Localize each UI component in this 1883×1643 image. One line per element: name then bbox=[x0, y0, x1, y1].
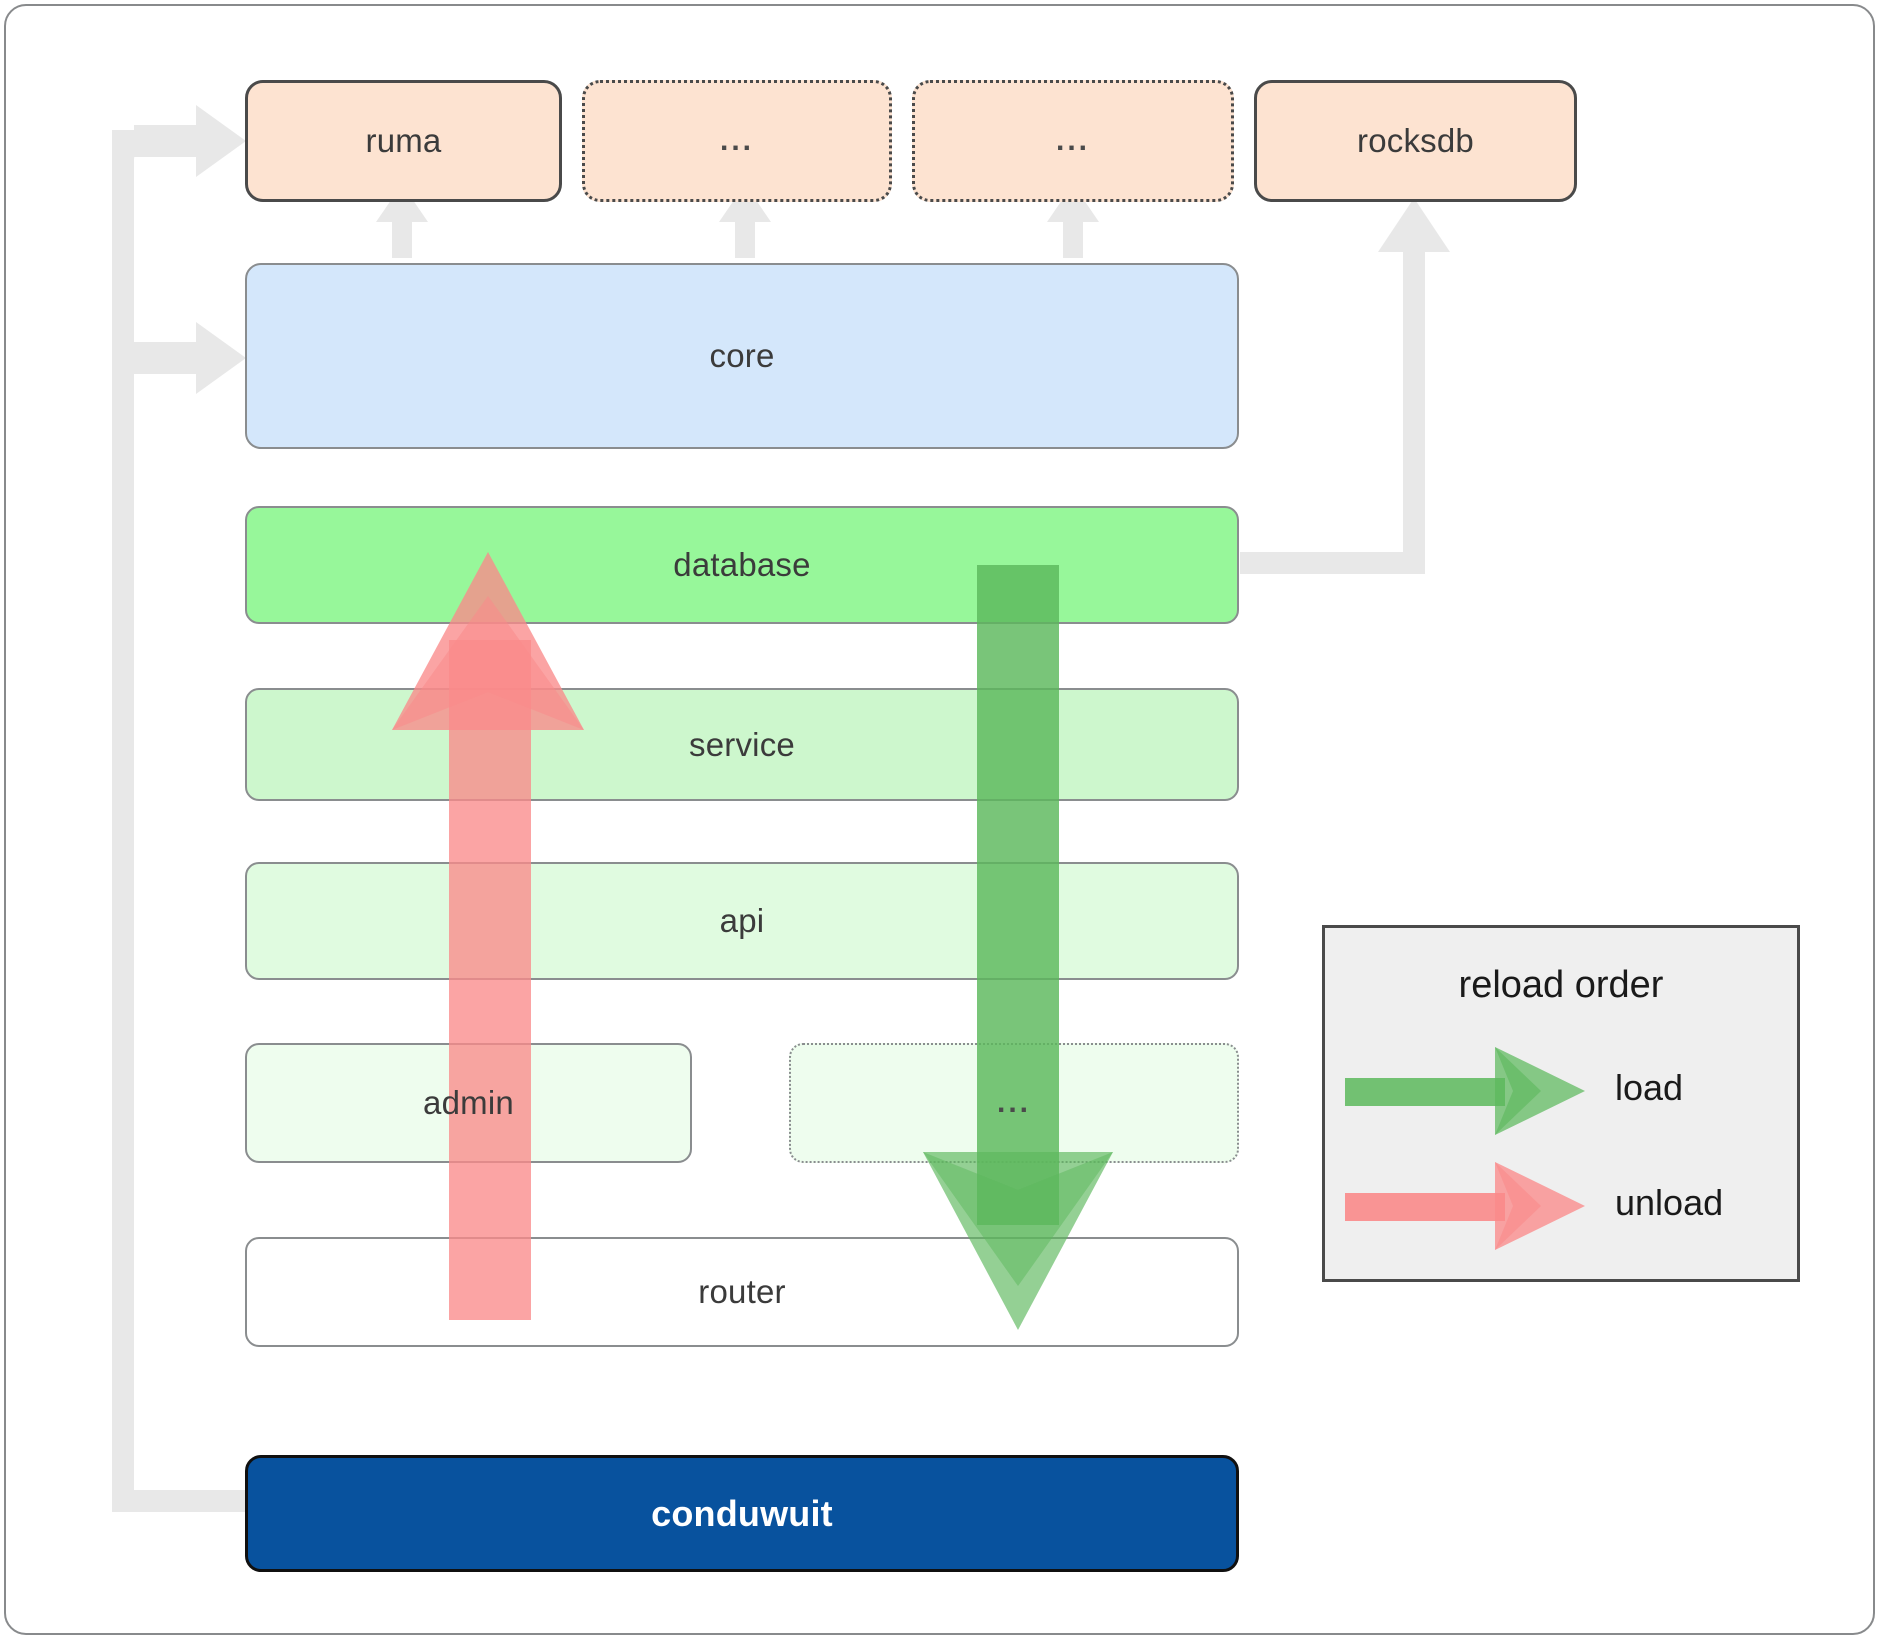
package-dots-1[interactable]: ... bbox=[582, 80, 892, 202]
layer-database[interactable]: database bbox=[245, 506, 1239, 624]
legend-unload-arrow-icon bbox=[1345, 1162, 1585, 1250]
legend-load-arrow-icon bbox=[1345, 1047, 1585, 1135]
diagram-frame bbox=[4, 4, 1875, 1635]
layer-service-label: service bbox=[689, 725, 795, 763]
layer-api-label: api bbox=[719, 902, 765, 939]
layer-more-label: ... bbox=[996, 1086, 1031, 1119]
package-dots-1-label: ... bbox=[719, 124, 754, 157]
package-dots-2-label: ... bbox=[1055, 124, 1090, 157]
legend-unload-label: unload bbox=[1615, 1182, 1724, 1223]
layer-core[interactable]: core bbox=[245, 263, 1239, 449]
layer-conduwuit-label: conduwuit bbox=[651, 1492, 833, 1534]
package-ruma[interactable]: ruma bbox=[245, 80, 562, 202]
legend: reload order load unload bbox=[1322, 925, 1800, 1282]
legend-title: reload order bbox=[1458, 964, 1664, 1006]
layer-database-label: database bbox=[673, 546, 811, 583]
layer-admin[interactable]: admin bbox=[245, 1043, 692, 1163]
package-ruma-label: ruma bbox=[365, 122, 442, 159]
layer-router[interactable]: router bbox=[245, 1237, 1239, 1347]
layer-more[interactable]: ... bbox=[789, 1043, 1239, 1163]
layer-router-label: router bbox=[698, 1273, 786, 1310]
package-rocksdb[interactable]: rocksdb bbox=[1254, 80, 1577, 202]
package-dots-2[interactable]: ... bbox=[912, 80, 1234, 202]
layer-core-label: core bbox=[709, 337, 775, 374]
package-rocksdb-label: rocksdb bbox=[1357, 122, 1474, 159]
legend-row-unload: unload bbox=[1325, 1162, 1797, 1250]
layer-conduwuit[interactable]: conduwuit bbox=[245, 1455, 1239, 1572]
legend-row-load: load bbox=[1325, 1047, 1797, 1135]
layer-api[interactable]: api bbox=[245, 862, 1239, 980]
legend-load-label: load bbox=[1615, 1067, 1684, 1108]
layer-service[interactable]: service bbox=[245, 688, 1239, 801]
layer-admin-label: admin bbox=[423, 1084, 514, 1121]
